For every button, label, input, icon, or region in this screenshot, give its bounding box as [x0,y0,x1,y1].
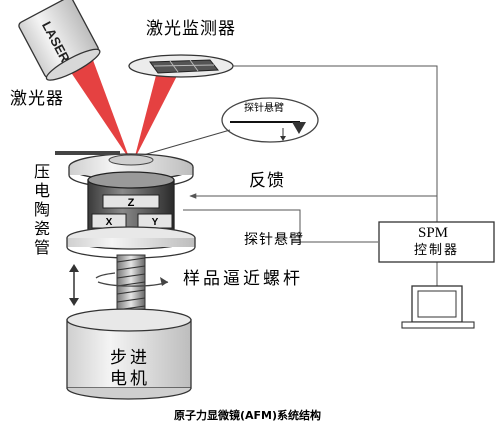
piezo-z-label: Z [128,197,135,209]
spm-controller-box [378,221,495,263]
spm-controller-label: 控制器 [414,243,460,258]
detector-label: 激光监测器 [146,19,236,39]
piezo-x-label: X [106,217,113,228]
figure-caption: 原子力显微镜(AFM)系统结构 [174,409,322,422]
base-plate [66,226,196,259]
cantilever-label: 探针悬臂 [244,232,304,248]
stepper-motor-label-line2: 电机 [110,369,150,389]
signal-wires [183,65,438,300]
feedback-label: 反馈 [249,171,285,191]
sample-stage [55,151,194,189]
piezo-label: 压电陶瓷管 [31,163,50,258]
piezo-y-label: Y [152,217,159,228]
approach-screw-label: 样品逼近螺杆 [183,269,303,289]
photo-detector [128,54,234,78]
stepper-motor-label-line1: 步进 [110,348,150,368]
piezo-tube [87,171,175,231]
cantilever-inset [139,97,319,157]
spm-label: SPM [418,225,449,241]
vertical-motion-arrow [69,264,79,306]
stepper-motor [66,308,192,400]
computer-monitor [401,285,475,329]
laser-label: 激光器 [10,89,64,109]
cantilever-inset-label: 探针悬臂 [244,103,284,114]
approach-screw [95,254,169,318]
laser-head [18,0,101,81]
